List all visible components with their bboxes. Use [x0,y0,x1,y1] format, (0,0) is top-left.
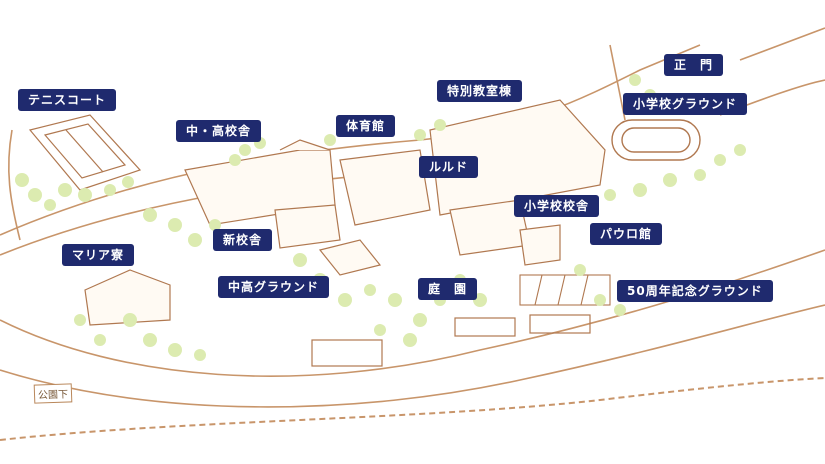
label-main-gate[interactable]: 正 門 [664,54,724,76]
ground-50-drawing [519,274,611,306]
label-chukou-ground[interactable]: 中高グラウンド [218,276,330,298]
label-lourdes[interactable]: ルルド [419,156,479,178]
station-sign: 公園下 [33,383,73,404]
tennis-court-drawing [28,114,142,191]
roads [0,27,825,408]
label-pauro-hall[interactable]: パウロ館 [590,223,663,245]
label-gym[interactable]: 体育館 [336,115,396,137]
label-elementary-ground[interactable]: 小学校グラウンド [623,93,748,115]
label-chukou-school[interactable]: 中・高校舎 [176,120,262,142]
label-tennis-court[interactable]: テニスコート [18,89,117,111]
buildings [84,99,606,326]
label-50th-ground[interactable]: 50周年記念グラウンド [617,280,773,302]
label-new-school[interactable]: 新校舎 [213,229,273,251]
dashed-path [0,377,825,441]
label-garden[interactable]: 庭 園 [418,278,478,300]
label-elementary-school[interactable]: 小学校校舎 [514,195,600,217]
label-special-classroom[interactable]: 特別教室棟 [437,80,523,102]
label-maria-dorm[interactable]: マリア寮 [62,244,135,266]
gates [311,314,591,367]
trees [15,74,746,361]
track-drawing [611,119,701,161]
